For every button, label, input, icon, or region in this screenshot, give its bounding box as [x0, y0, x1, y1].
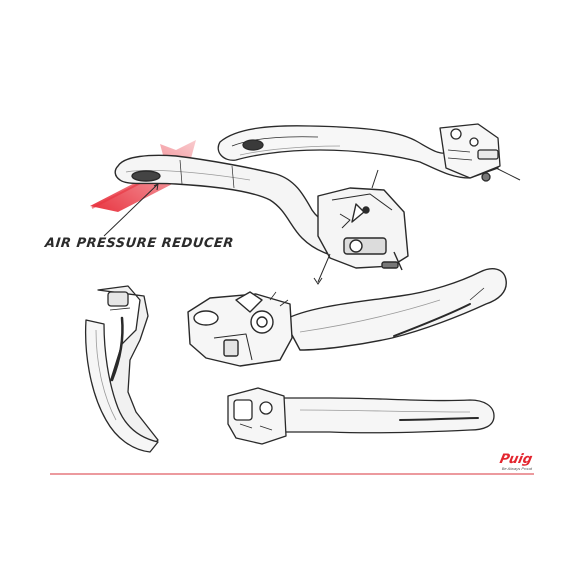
logo-icon: Puig Be Always Proud	[486, 452, 534, 475]
brand-name: Puig	[498, 452, 534, 467]
lever-left-side	[85, 285, 159, 453]
lever-top-right	[217, 123, 521, 182]
brand-tagline: Be Always Proud	[501, 466, 532, 471]
leader-line	[103, 183, 159, 237]
air-pressure-reducer-label: AIR PRESSURE REDUCER	[44, 236, 235, 251]
lever-bottom	[227, 387, 495, 445]
lever-main	[114, 154, 409, 271]
lever-lower-right	[187, 268, 507, 367]
